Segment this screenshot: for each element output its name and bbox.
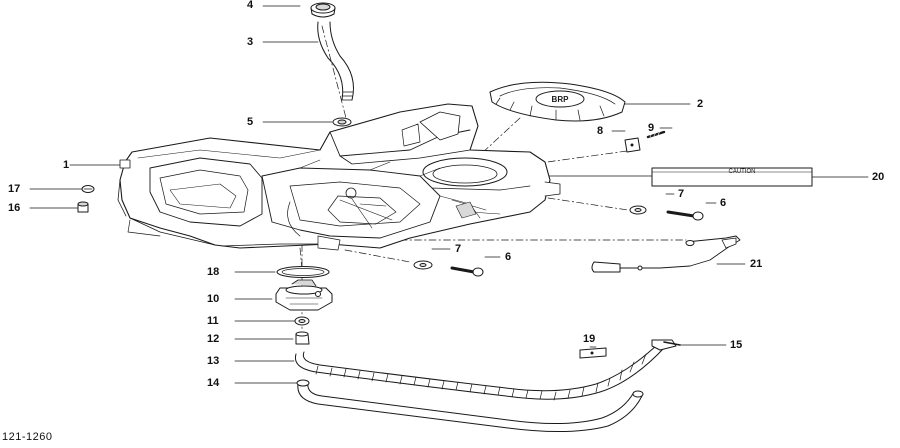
- callout-21: 21: [750, 258, 763, 270]
- callout-8: 8: [597, 125, 604, 137]
- callout-17: 17: [8, 183, 21, 195]
- caution-label-part-20: CAUTION: [651, 167, 813, 187]
- callout-20: 20: [872, 171, 885, 183]
- clamp-part-19: [579, 347, 607, 359]
- callout-19: 19: [583, 333, 596, 345]
- callout-10: 10: [207, 293, 220, 305]
- callout-3: 3: [247, 36, 254, 48]
- hose-part-14: [296, 379, 644, 433]
- leader-lines: [29, 5, 869, 384]
- label-caution-text: CAUTION: [729, 169, 756, 175]
- callout-5: 5: [247, 116, 254, 128]
- washer-part-7-lower: [413, 260, 433, 270]
- callout-12: 12: [207, 333, 220, 345]
- clamp-part-11: [294, 316, 310, 326]
- drawing-code: 121-1260: [2, 431, 53, 443]
- callout-2: 2: [697, 98, 704, 110]
- fitting-part-16: [77, 201, 89, 213]
- filler-cap-part-2: BRP: [489, 81, 626, 122]
- vent-cap-part-4: [310, 2, 336, 18]
- callout-13: 13: [207, 355, 220, 367]
- vent-hose-part-3: [317, 21, 354, 101]
- bolt-part-6-lower: [450, 266, 484, 277]
- dashed-center-lines: [299, 25, 687, 331]
- callout-16: 16: [8, 202, 21, 214]
- screw-part-17: [81, 185, 95, 193]
- callout-15: 15: [730, 339, 743, 351]
- cap-logo-text: BRP: [552, 95, 570, 104]
- braided-hose-part-13: [294, 343, 665, 401]
- callout-7-upper: 7: [678, 188, 685, 200]
- fuel-tank-part-1: [117, 103, 561, 251]
- connector-part-15: [651, 339, 681, 351]
- washer-part-7-upper: [629, 205, 647, 215]
- callout-4: 4: [247, 0, 254, 11]
- callout-6-upper: 6: [720, 197, 727, 209]
- callout-9: 9: [648, 122, 655, 134]
- screw-part-9: [646, 130, 666, 139]
- fuel-pump-part-10: [275, 279, 333, 311]
- gasket-part-18: [276, 266, 330, 278]
- callout-6-lower: 6: [505, 251, 512, 263]
- callout-18: 18: [207, 266, 220, 278]
- bolt-part-6-upper: [666, 210, 704, 221]
- fuel-sensor-part-21: [591, 235, 741, 273]
- callout-11: 11: [207, 315, 219, 327]
- clip-part-8: [624, 137, 641, 153]
- callout-1: 1: [63, 159, 70, 171]
- elbow-part-12: [295, 331, 310, 345]
- callout-7-lower: 7: [455, 243, 462, 255]
- callout-14: 14: [207, 377, 220, 389]
- grommet-part-5: [332, 117, 352, 127]
